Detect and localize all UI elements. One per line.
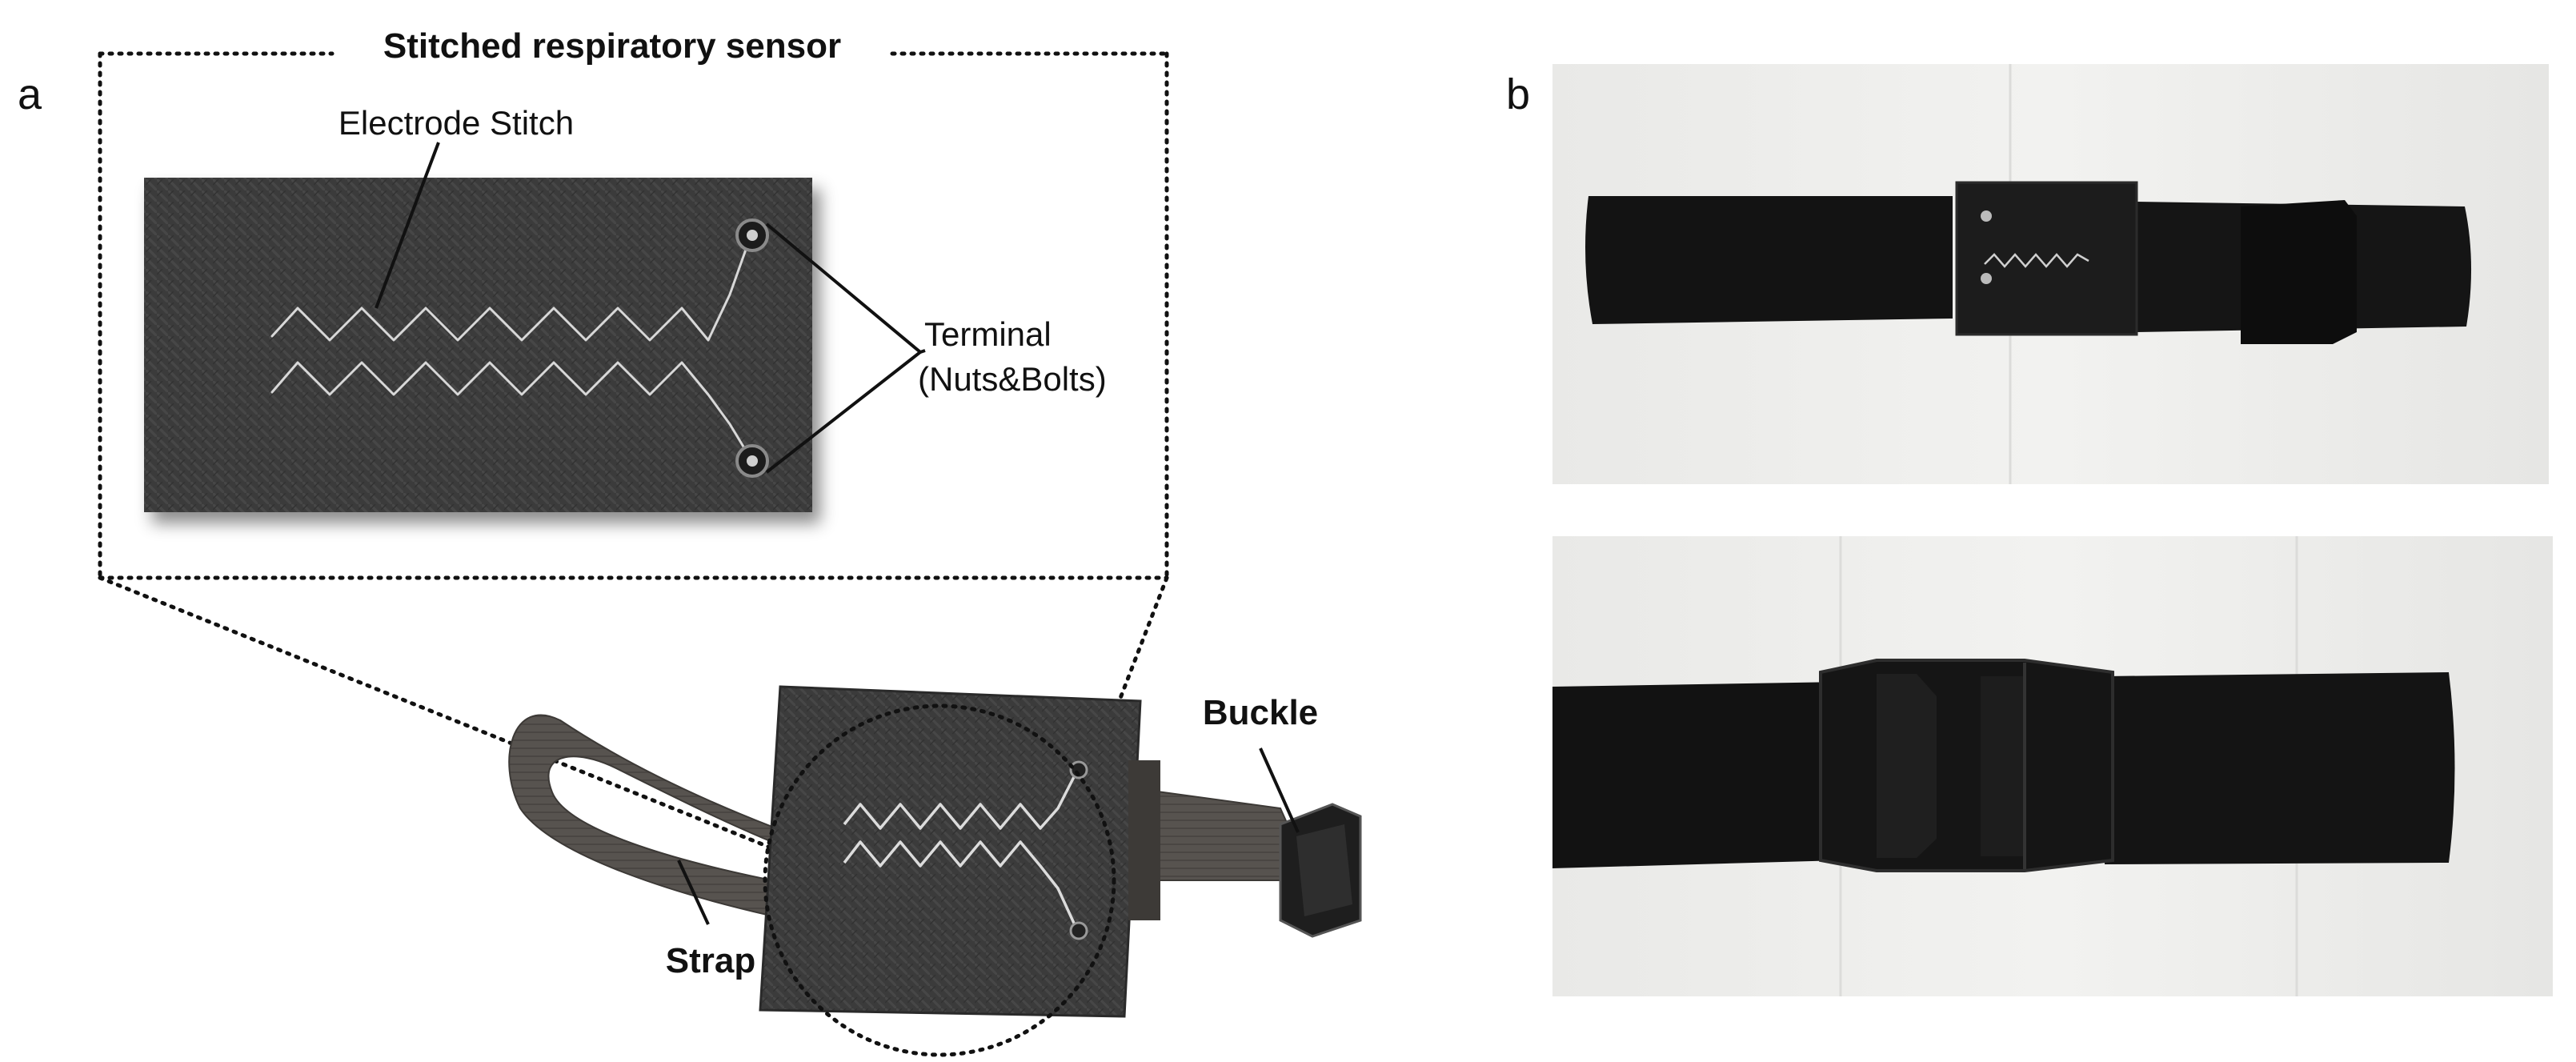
panel-label-b: b: [1506, 70, 1530, 118]
inset-frame: [98, 51, 1169, 580]
sensor-patch: [759, 685, 1160, 1018]
photo-belt-with-sensor: [1552, 64, 2549, 484]
terminal-label-line2: (Nuts&Bolts): [918, 360, 1107, 398]
callout-lines: [375, 142, 926, 474]
top-photo-stitch: [1984, 253, 2089, 268]
patch-electrode-stitch: [843, 760, 1088, 940]
inset-terminal-icon: [735, 218, 769, 478]
electrode-stitch-label: Electrode Stitch: [339, 104, 574, 142]
buckle-icon: [1279, 803, 1362, 938]
inset-electrode-stitch: [270, 234, 752, 460]
strap-label: Strap: [666, 941, 755, 980]
inset-fabric-photo: [144, 178, 812, 512]
inset-title: Stitched respiratory sensor: [383, 26, 841, 66]
belt-callout-lines: [677, 747, 1300, 925]
panel-label-a: a: [18, 70, 42, 118]
buckle-label: Buckle: [1203, 693, 1318, 732]
photo-belt-buckle: [1552, 536, 2553, 996]
magnifier-circle: [763, 703, 1116, 1057]
terminal-label-line1: Terminal: [924, 315, 1052, 353]
